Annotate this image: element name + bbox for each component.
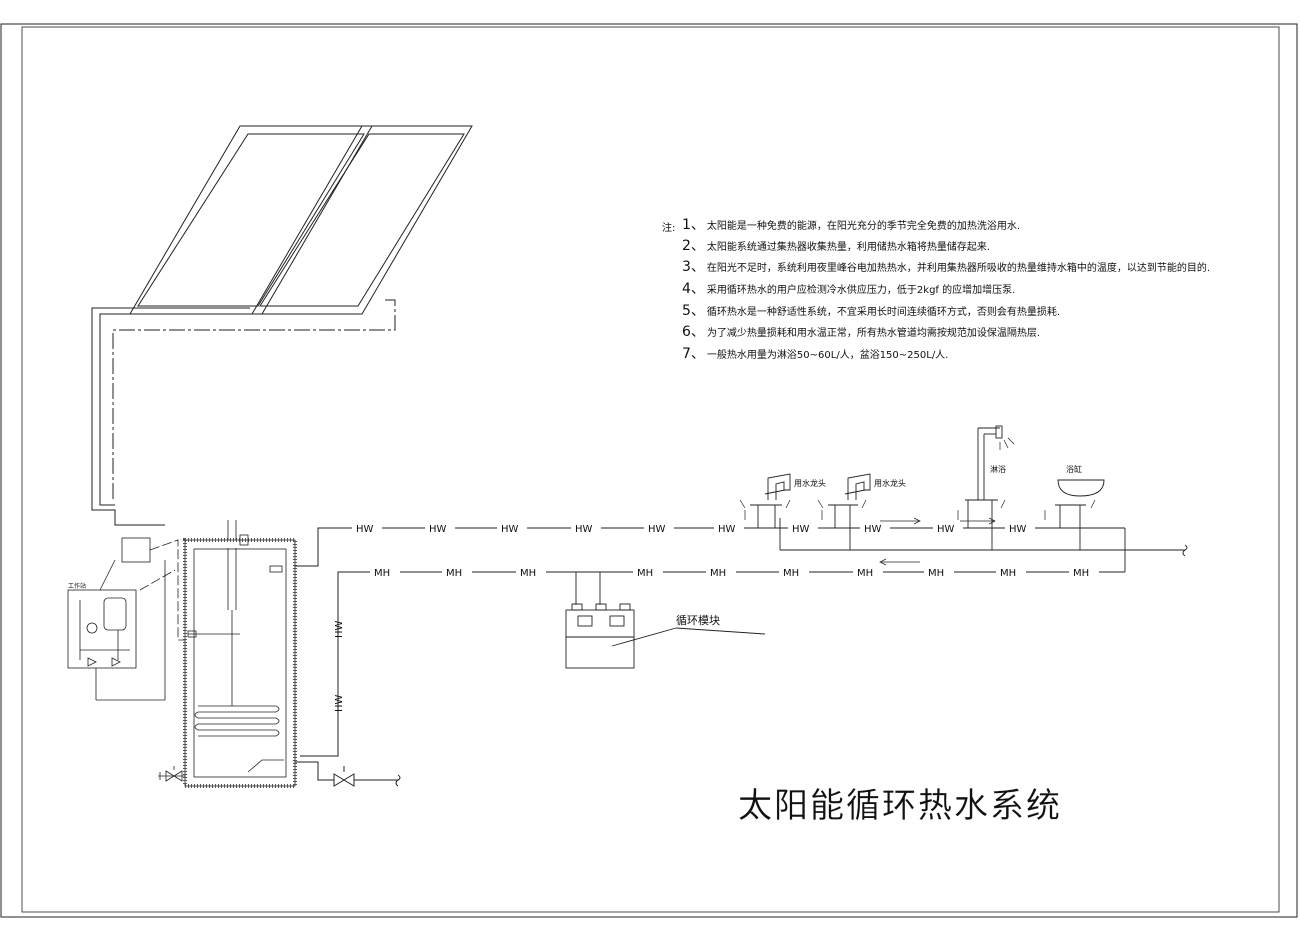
mh-line-label: MH xyxy=(783,568,799,579)
hw-line-label: HW xyxy=(648,524,666,535)
tank-pipework xyxy=(295,527,401,787)
hw-supply-line: HW HW HW HW HW HW HW HW HW HW xyxy=(345,524,1125,535)
mh-line-label: MH xyxy=(928,568,944,579)
hw-line-label: HW xyxy=(792,524,810,535)
flow-arrows xyxy=(879,517,996,566)
solar-collector-panels xyxy=(129,125,473,315)
storage-tank xyxy=(183,520,297,788)
note-item: 4、采用循环热水的用户应检测冷水供应压力，低于2kgf 的应增加增压泵. xyxy=(682,281,1016,297)
drawing-title: 太阳能循环热水系统 xyxy=(738,786,1062,826)
hw-line-label: HW xyxy=(575,524,593,535)
mh-line-label: MH xyxy=(710,568,726,579)
hw-line-label: HW xyxy=(356,524,374,535)
work-station xyxy=(67,537,188,701)
outer-frame xyxy=(0,23,1298,918)
mh-line-label: MH xyxy=(1000,568,1016,579)
mh-line-label: MH xyxy=(374,568,390,579)
cold-water-inlet xyxy=(158,766,185,782)
hw-line-label: HW xyxy=(429,524,447,535)
hw-riser-label-1: HW xyxy=(334,620,345,638)
module-label: 循环模块 xyxy=(676,614,720,627)
mh-line-label: MH xyxy=(520,568,536,579)
faucet-label-1: 用水龙头 xyxy=(794,478,826,488)
hw-line-label: HW xyxy=(864,524,882,535)
notes-prefix: 注: xyxy=(662,223,676,234)
spray-marks xyxy=(739,437,1096,520)
mh-line-label: MH xyxy=(446,568,462,579)
mh-line-label: MH xyxy=(637,568,653,579)
faucet-label-2: 用水龙头 xyxy=(874,478,906,488)
inner-frame xyxy=(21,26,1280,913)
hw-line-label: HW xyxy=(718,524,736,535)
hw-riser-label-2: HW xyxy=(334,694,345,712)
mh-line-label: MH xyxy=(857,568,873,579)
bathtub-label: 浴缸 xyxy=(1066,464,1082,474)
mh-return-line: MH MH MH MH MH MH MH MH MH MH xyxy=(345,568,1100,579)
note-item: 3、在阳光不足时，系统利用夜里峰谷电加热热水，并利用集热器所吸收的热量维持水箱中… xyxy=(682,259,1211,275)
fixture-branches xyxy=(750,425,1188,573)
shower-label: 淋浴 xyxy=(990,464,1006,474)
mh-line-label: MH xyxy=(1073,568,1089,579)
note-item: 5、循环热水是一种舒适性系统，不宜采用长时间连续循环方式，否则会有热量损耗. xyxy=(682,303,1061,319)
hw-line-label: HW xyxy=(937,524,955,535)
note-item: 1、太阳能是一种免费的能源，在阳光充分的季节完全免费的加热洗浴用水. xyxy=(682,217,1021,233)
circulation-module xyxy=(565,571,766,669)
note-item: 7、一般热水用量为淋浴50~60L/人，盆浴150~250L/人. xyxy=(682,346,949,362)
hw-line-label: HW xyxy=(501,524,519,535)
collector-pipes xyxy=(91,299,396,526)
station-label: 工作站 xyxy=(68,582,86,590)
note-item: 6、为了减少热量损耗和用水温正常，所有热水管道均需按规范加设保温隔热层. xyxy=(682,324,1041,340)
hw-line-label: HW xyxy=(1009,524,1027,535)
note-item: 2、太阳能系统通过集热器收集热量，利用储热水箱将热量储存起来. xyxy=(682,238,991,254)
